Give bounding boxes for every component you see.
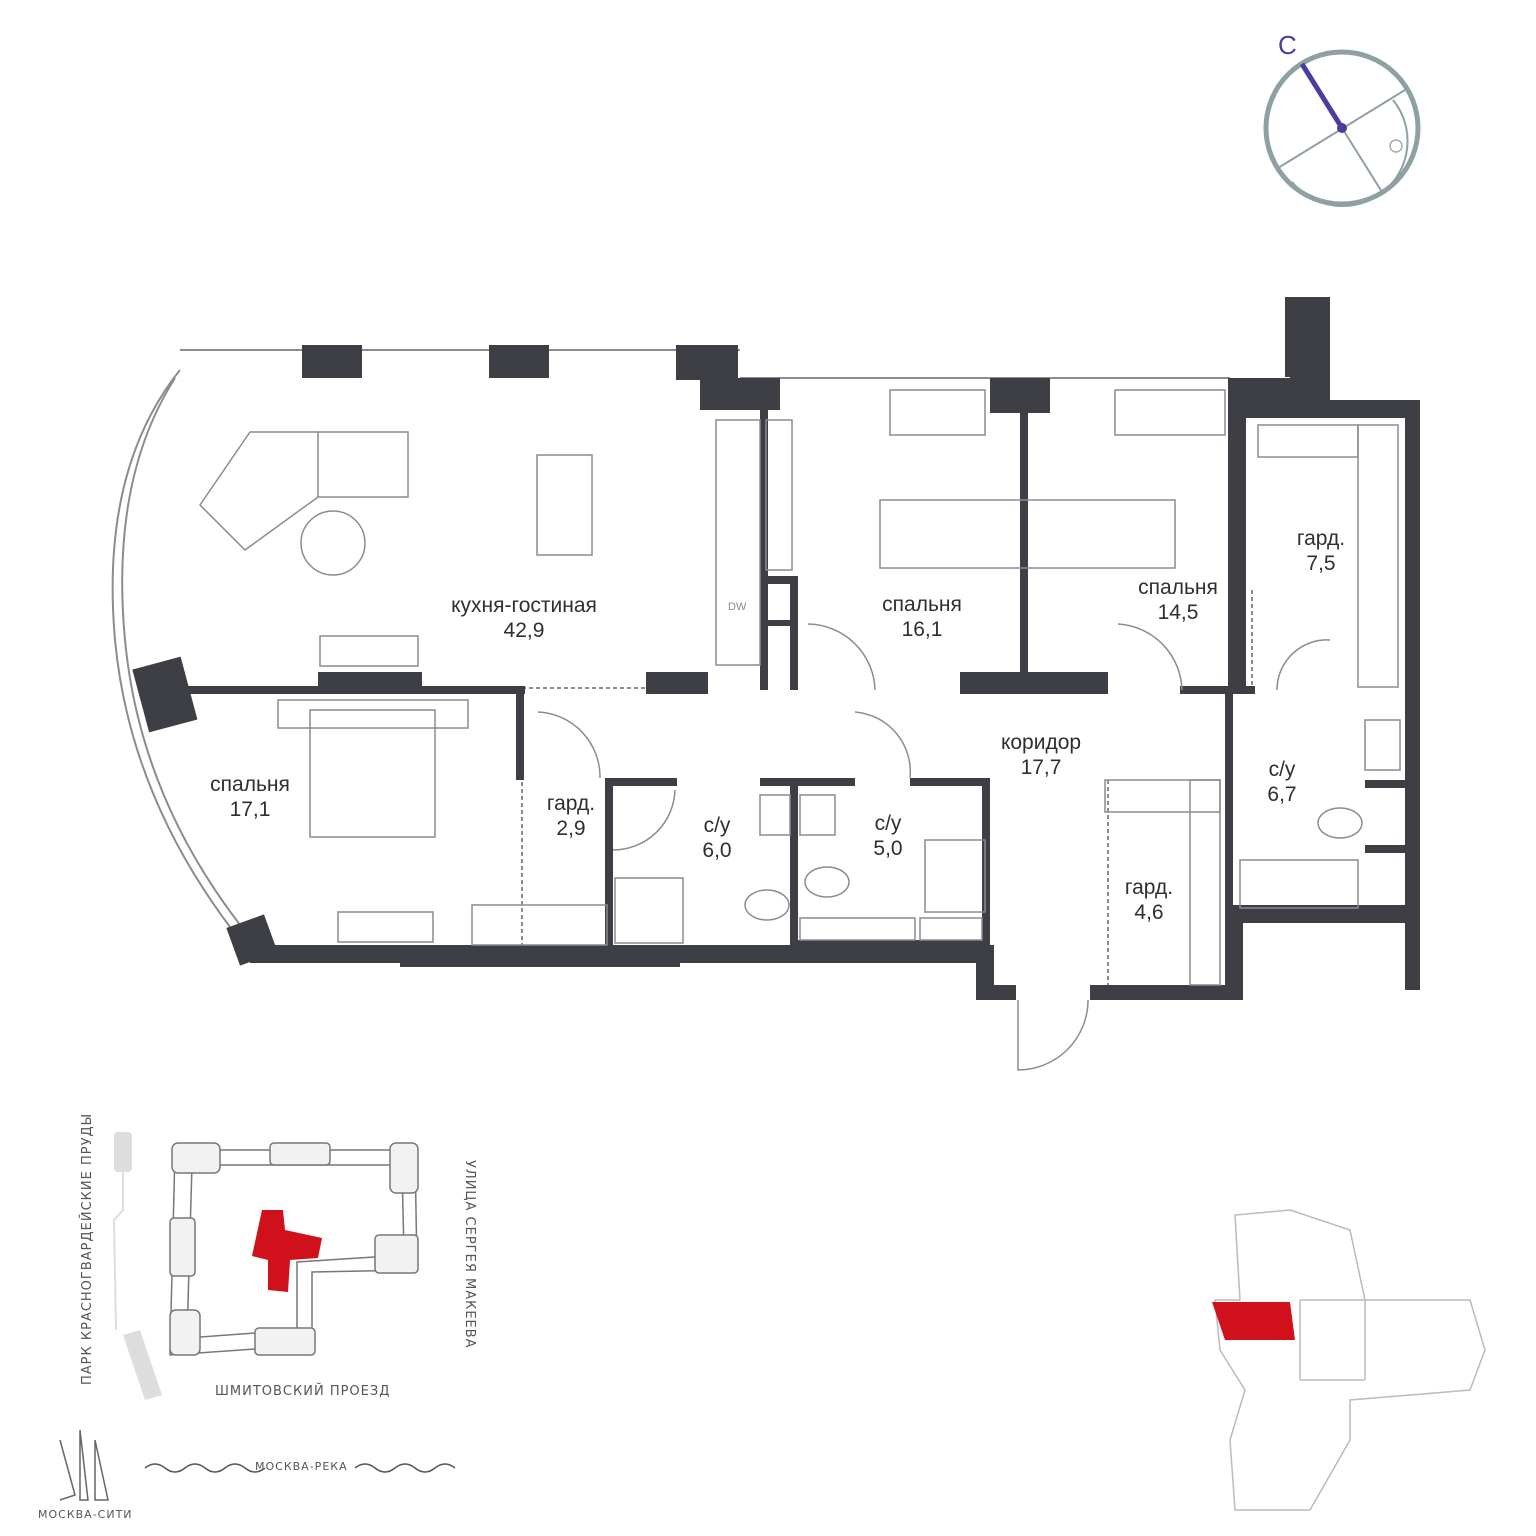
building-highlight <box>252 1210 322 1292</box>
shower <box>614 877 684 944</box>
room-area: 14,5 <box>1157 601 1199 624</box>
shower <box>924 839 986 913</box>
bed <box>309 709 436 838</box>
room-area: 7,5 <box>1306 552 1336 575</box>
room-name: гард. <box>546 792 596 815</box>
room-wardrobe-2: гард.2,9 <box>547 791 595 841</box>
park-label: ПАРК КРАСНОГВАРДЕЙСКИЕ ПРУДЫ <box>80 1112 95 1385</box>
room-wardrobe-1: гард.7,5 <box>1297 526 1345 576</box>
room-area: 5,0 <box>873 837 903 860</box>
room-area: 16,1 <box>901 618 943 641</box>
room-area: 17,1 <box>229 798 271 821</box>
room-name: с/у <box>703 814 731 837</box>
room-area: 42,9 <box>503 619 545 642</box>
bathtub <box>1239 859 1359 909</box>
round-table <box>300 510 366 576</box>
street-east-label: УЛИЦА СЕРГЕЯ МАКЕЕВА <box>462 1160 477 1349</box>
room-area: 4,6 <box>1134 901 1164 924</box>
furniture <box>199 389 1401 1071</box>
room-area: 6,7 <box>1267 783 1297 806</box>
moscow-city-icon <box>59 1429 109 1501</box>
river-label: МОСКВА-РЕКА <box>255 1460 348 1473</box>
kitchen-counter <box>715 419 761 666</box>
room-area: 17,7 <box>1020 756 1062 779</box>
room-area: 6,0 <box>702 839 732 862</box>
dining-table <box>536 454 593 556</box>
sun-icon <box>1389 139 1403 153</box>
site-map <box>59 1132 456 1501</box>
room-name: спальня <box>210 773 290 796</box>
room-name: спальня <box>1138 576 1218 599</box>
room-name: спальня <box>882 593 962 616</box>
room-area: 2,9 <box>556 817 586 840</box>
room-wardrobe-3: гард.4,6 <box>1125 875 1173 925</box>
room-name: кухня-гостиная <box>451 594 597 617</box>
room-name: с/у <box>874 812 902 835</box>
moscow-city-label: МОСКВА-СИТИ <box>38 1508 133 1521</box>
walls <box>132 297 1420 1000</box>
street-south-label: ШМИТОВСКИЙ ПРОЕЗД <box>215 1384 391 1399</box>
room-name: с/у <box>1268 758 1296 781</box>
compass-north-label: С <box>1278 30 1297 60</box>
dishwasher-label: DW <box>728 601 747 613</box>
room-name: гард. <box>1124 876 1174 899</box>
key-plan <box>1212 1209 1486 1511</box>
apartment-highlight <box>1212 1302 1295 1340</box>
room-name: гард. <box>1296 527 1346 550</box>
compass-icon <box>1263 49 1421 208</box>
room-name: коридор <box>1000 731 1082 754</box>
